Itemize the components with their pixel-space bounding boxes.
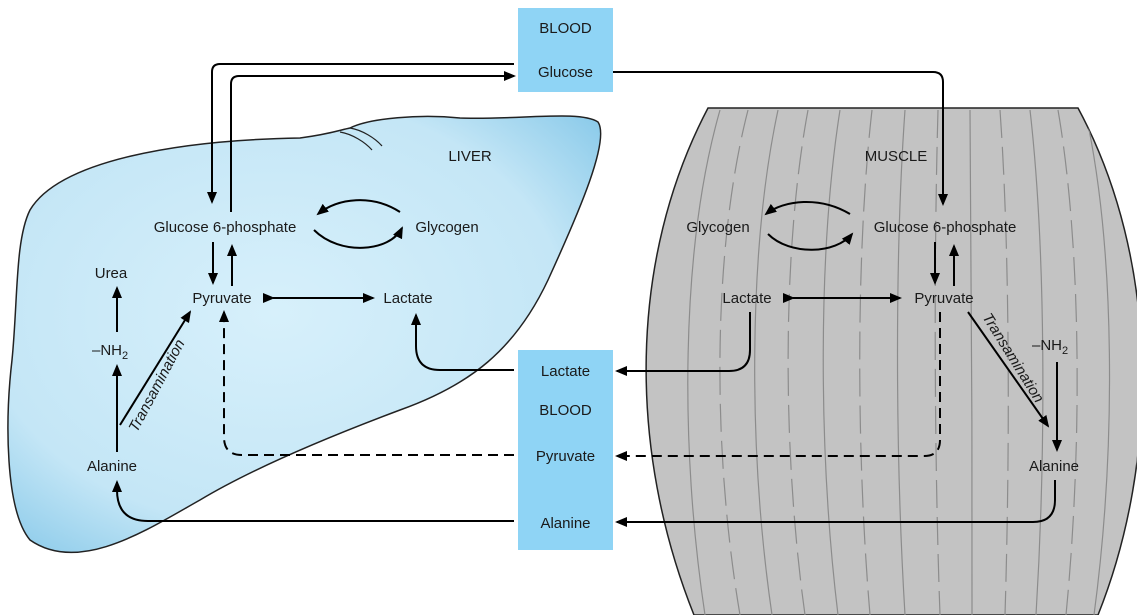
muscle-pyruvate-label: Pyruvate: [914, 290, 973, 307]
muscle-glycogen-label: Glycogen: [686, 219, 749, 236]
muscle-glucose6p-label: Glucose 6-phosphate: [874, 219, 1017, 236]
blood-top-title: BLOOD: [539, 20, 592, 37]
blood-glucose-label: Glucose: [538, 64, 593, 81]
liver-organ: [8, 116, 601, 552]
liver-urea-label: Urea: [95, 265, 128, 282]
muscle-title: MUSCLE: [865, 148, 928, 165]
liver-alanine-label: Alanine: [87, 458, 137, 475]
blood-pyruvate-label: Pyruvate: [536, 448, 595, 465]
muscle-lactate-label: Lactate: [722, 290, 771, 307]
blood-alanine-label: Alanine: [540, 515, 590, 532]
liver-pyruvate-label: Pyruvate: [192, 290, 251, 307]
blood-top-box: BLOOD Glucose: [518, 8, 613, 92]
muscle-tissue: [646, 108, 1137, 615]
liver-lactate-label: Lactate: [383, 290, 432, 307]
blood-bottom-title: BLOOD: [539, 402, 592, 419]
blood-bottom-box: Lactate BLOOD Pyruvate Alanine: [518, 350, 613, 550]
liver-glycogen-label: Glycogen: [415, 219, 478, 236]
muscle-alanine-label: Alanine: [1029, 458, 1079, 475]
liver-title: LIVER: [448, 148, 492, 165]
liver-glucose6p-label: Glucose 6-phosphate: [154, 219, 297, 236]
blood-lactate-label: Lactate: [541, 363, 590, 380]
